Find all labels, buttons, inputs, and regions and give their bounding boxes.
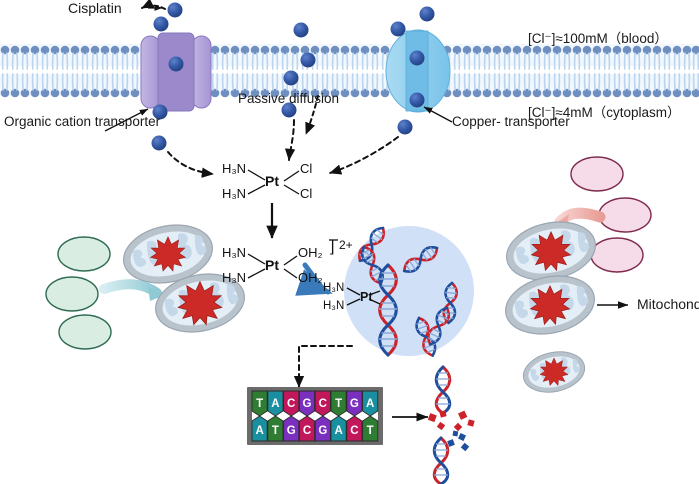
copper-transporter[interactable] <box>385 29 451 113</box>
cisplatin-molecule-dot <box>152 104 168 120</box>
dna-base-letter: C <box>350 425 358 437</box>
dna-base-a: A <box>251 415 268 442</box>
cisplatin-center-pt: Pt <box>265 173 279 189</box>
dna-base-letter: T <box>335 398 342 410</box>
p53-group <box>552 156 652 273</box>
cisplatin-molecule-dot <box>397 119 413 135</box>
cisplatin-ligand-cl-bottom: Cl <box>300 186 313 201</box>
dna-base-letter: A <box>271 398 279 410</box>
hif-group <box>45 236 162 350</box>
dna-base-letter: G <box>350 398 359 410</box>
dna-backbone-right <box>378 387 383 445</box>
dna-base-g: G <box>346 390 363 417</box>
aquated-ligand-h3n-top: H₃N <box>222 245 247 260</box>
dna-base-t: T <box>267 415 284 442</box>
cisplatin-molecule-dot <box>281 102 297 118</box>
dna-base-letter: T <box>256 398 263 410</box>
dna-base-letter: C <box>287 398 295 410</box>
dna-base-a: A <box>362 390 379 417</box>
plasma-membrane <box>0 44 699 99</box>
dashed-arrows <box>141 0 399 388</box>
adduct-ligand-h3n-top: H₃N <box>323 282 345 294</box>
dna-base-letter: T <box>367 425 374 437</box>
dna-base-letter: G <box>287 425 296 437</box>
nucleus <box>344 226 474 356</box>
label-mitochondria: Mitochondria <box>637 296 699 312</box>
dna-fragments-red <box>427 410 475 432</box>
aquated-ligand-oh2-top: OH₂ <box>298 245 323 260</box>
dna-backbone-left <box>247 387 252 445</box>
dna-base-t: T <box>251 390 268 417</box>
dna-base-letter: C <box>319 398 327 410</box>
hif-oval[interactable] <box>57 236 111 272</box>
p53-oval[interactable] <box>570 156 624 192</box>
dna-base-t: T <box>330 390 347 417</box>
label-organic-cation-transporter: Organic cation transporter <box>4 114 161 129</box>
aquated-charge: 2+ <box>339 238 353 252</box>
cisplatin-molecule-dot <box>390 21 406 37</box>
dna-base-letter: T <box>272 425 279 437</box>
aquated-center-pt: Pt <box>265 257 279 273</box>
dna-base-c: C <box>346 415 363 442</box>
cisplatin-molecule-dot <box>167 2 183 18</box>
dna-base-c: C <box>298 415 316 442</box>
dna-fragments-blue <box>447 430 470 452</box>
aquated-bracket: ] <box>330 238 335 255</box>
adduct-center-pt: Pt <box>360 290 373 304</box>
dna-base-t: T <box>362 415 379 442</box>
dna-base-c: C <box>283 390 300 417</box>
label-cisplatin: Cisplatin <box>68 0 122 16</box>
dna-base-letter: G <box>303 398 312 410</box>
cisplatin-molecule-dot <box>409 50 425 66</box>
dna-base-letter: A <box>255 425 263 437</box>
dna-base-letter: A <box>366 398 374 410</box>
hif-oval[interactable] <box>45 276 99 312</box>
p53-oval[interactable] <box>598 197 652 233</box>
cisplatin-molecule-dot <box>293 22 309 38</box>
label-passive-diffusion: Passive diffusion <box>238 91 340 106</box>
label-chloride-cytoplasm: [Cl⁻]≈4mM（cytoplasm） <box>528 105 681 120</box>
dna-base-g: G <box>314 415 331 442</box>
dna-base-letter: C <box>303 425 311 437</box>
cisplatin-molecule-dot <box>283 70 299 86</box>
cisplatin-ligand-cl-top: Cl <box>300 161 313 176</box>
p53-oval[interactable] <box>590 237 644 273</box>
cisplatin-molecule-dot <box>151 135 167 151</box>
dna-base-letter: A <box>334 425 342 437</box>
label-chloride-blood: [Cl⁻]≈100mM（blood） <box>528 31 668 46</box>
aquated-ligand-h3n-bottom: H₃N <box>222 270 247 285</box>
organic-cation-transporter[interactable] <box>140 32 212 112</box>
adduct-ligand-h3n-bottom: H₃N <box>323 300 345 312</box>
cisplatin-molecule-dot <box>409 92 425 108</box>
hif-oval[interactable] <box>58 314 112 350</box>
dna-base-a: A <box>330 415 347 442</box>
aquated-ligand-oh2-bottom: OH₂ <box>298 270 323 285</box>
fragmented-dna <box>427 365 475 484</box>
dna-base-c: C <box>314 390 331 417</box>
pt-dna-adduct-bonds <box>346 287 381 306</box>
mitochondrion-labeled <box>499 267 629 343</box>
cisplatin-molecule-dot <box>419 6 435 22</box>
cisplatin-molecule-dot <box>300 52 316 68</box>
dna-base-letter: G <box>318 425 327 437</box>
label-copper-transporter: Copper- transporter <box>452 114 570 129</box>
mitochondrion-bottom <box>519 345 589 399</box>
cisplatin-molecule-dot <box>168 56 184 72</box>
cisplatin-particles <box>151 2 435 151</box>
cisplatin-ligand-h3n-bottom: H₃N <box>222 186 247 201</box>
dna-base-g: G <box>298 390 316 417</box>
nuclear-entry-arrow <box>295 262 333 296</box>
dna-base-g: G <box>283 415 300 442</box>
dna-base-a: A <box>267 390 284 417</box>
cisplatin-ligand-h3n-top: H₃N <box>222 161 247 176</box>
cisplatin-molecule-dot <box>153 16 169 32</box>
